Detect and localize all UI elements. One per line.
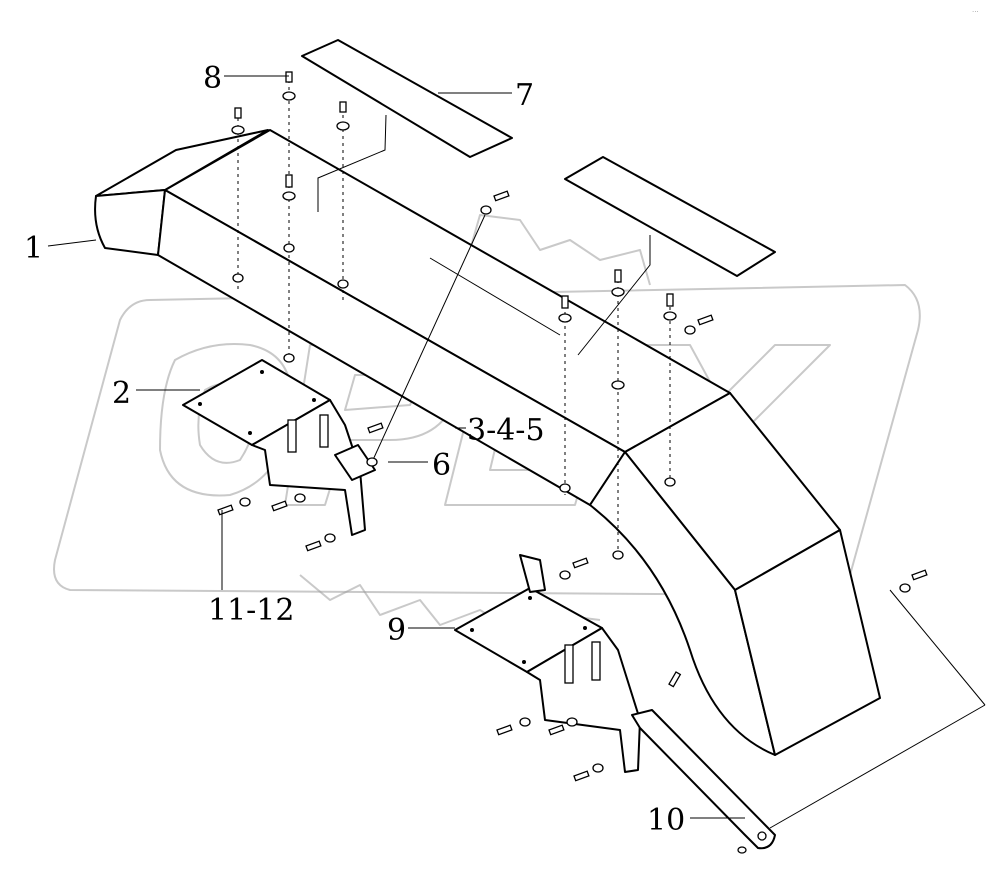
cover-plate-7 [301,39,776,277]
callout-7: 7 [515,78,534,113]
callout-10: 10 [647,803,685,838]
callout-8: 8 [203,61,222,96]
callout-6: 6 [432,448,451,483]
callout-labels: 1 2 3-4-5 6 7 8 9 10 11-12 ... [24,6,979,838]
callout-1: 1 [24,231,43,266]
bracket-9 [454,554,641,773]
leader-lines [47,75,745,819]
support-arm-10 [631,709,776,850]
corner-mark: ... [972,6,979,14]
callout-3-4-5: 3-4-5 [467,413,545,448]
bracket-2 [182,359,376,536]
fender-body-1 [94,129,881,756]
callout-11-12: 11-12 [208,593,294,628]
callout-9: 9 [387,613,406,648]
callout-2: 2 [112,376,131,411]
fastener-alignment-lines [237,80,986,829]
bolt-hardware [217,71,928,854]
